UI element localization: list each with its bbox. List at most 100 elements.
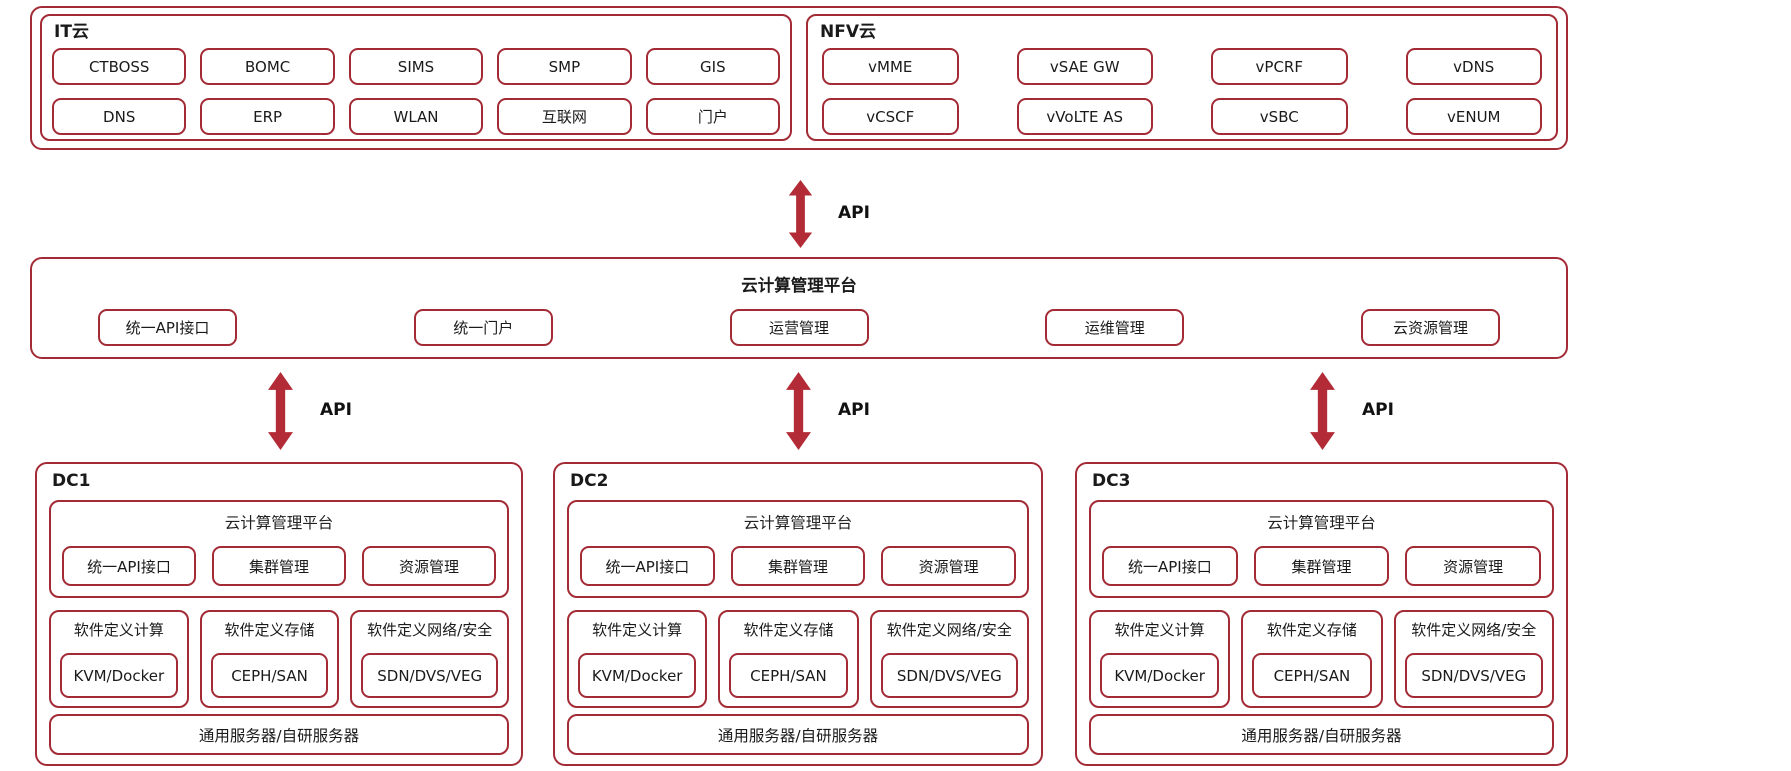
nfv-cloud-node: vVoLTE AS (1016, 98, 1153, 135)
dc-platform-module: 统一API接口 (62, 546, 196, 586)
dc3-platform-modules: 统一API接口 集群管理 资源管理 (1102, 546, 1542, 586)
sdx-network-tech: SDN/DVS/VEG (361, 653, 498, 698)
dc2-label: DC2 (570, 471, 609, 491)
sdx-storage-title: 软件定义存储 (224, 621, 315, 639)
dc1-platform-title: 云计算管理平台 (224, 514, 334, 532)
sdx-network-box: 软件定义网络/安全 SDN/DVS/VEG (350, 610, 509, 708)
api-double-arrow-icon (1309, 372, 1336, 450)
nfv-cloud-node: vDNS (1405, 48, 1542, 85)
sdx-compute-box: 软件定义计算 KVM/Docker (567, 610, 708, 708)
dc1-box: DC1 云计算管理平台 统一API接口 集群管理 资源管理 软件定义计算 KVM… (35, 462, 523, 766)
sdx-storage-title: 软件定义存储 (743, 621, 834, 639)
dc-platform-module: 集群管理 (1253, 546, 1390, 586)
it-cloud-node: ERP (200, 98, 335, 135)
api-double-arrow-icon (267, 372, 294, 450)
dc-platform-module: 集群管理 (212, 546, 346, 586)
dc-platform-module: 集群管理 (730, 546, 866, 586)
dc3-label: DC3 (1092, 471, 1131, 491)
dc1-label: DC1 (52, 471, 91, 491)
sdx-storage-title: 软件定义存储 (1266, 621, 1357, 639)
cloud-platform-box: 云计算管理平台 统一API接口 统一门户 运营管理 运维管理 云资源管理 (30, 257, 1568, 359)
dc2-servers-bar: 通用服务器/自研服务器 (567, 714, 1029, 755)
dc-platform-module: 统一API接口 (580, 546, 715, 586)
cloud-platform-modules: 统一API接口 统一门户 运营管理 运维管理 云资源管理 (98, 309, 1500, 346)
dc2-platform-title: 云计算管理平台 (743, 514, 853, 532)
dc1-platform-modules: 统一API接口 集群管理 资源管理 (62, 546, 496, 586)
it-cloud-node: GIS (645, 48, 781, 85)
it-cloud-row-1: CTBOSS BOMC SIMS SMP GIS (52, 48, 781, 85)
dc-platform-module: 资源管理 (362, 546, 496, 586)
dc3-platform-box: 云计算管理平台 统一API接口 集群管理 资源管理 (1089, 500, 1554, 598)
it-cloud-node: SMP (497, 48, 632, 85)
top-clouds-container: IT云 CTBOSS BOMC SIMS SMP GIS DNS ERP WLA… (30, 6, 1568, 150)
it-cloud-node: 互联网 (497, 98, 632, 135)
it-cloud-node: BOMC (200, 48, 335, 85)
sdx-compute-title: 软件定义计算 (73, 621, 164, 639)
sdx-compute-tech: KVM/Docker (60, 653, 178, 698)
dc3-platform-title: 云计算管理平台 (1267, 514, 1376, 532)
sdx-network-box: 软件定义网络/安全 SDN/DVS/VEG (869, 610, 1030, 708)
it-cloud-node: CTBOSS (52, 48, 187, 85)
nfv-cloud-node: vPCRF (1211, 48, 1348, 85)
dc2-platform-box: 云计算管理平台 统一API接口 集群管理 资源管理 (567, 500, 1029, 598)
sdx-storage-box: 软件定义存储 CEPH/SAN (1241, 610, 1383, 708)
dc-platform-module: 资源管理 (1405, 546, 1542, 586)
sdx-network-box: 软件定义网络/安全 SDN/DVS/VEG (1393, 610, 1555, 708)
it-cloud-box: IT云 CTBOSS BOMC SIMS SMP GIS DNS ERP WLA… (40, 14, 792, 141)
it-cloud-row-2: DNS ERP WLAN 互联网 门户 (52, 98, 781, 135)
sdx-storage-tech: CEPH/SAN (210, 653, 329, 698)
nfv-cloud-label: NFV云 (820, 22, 876, 42)
nfv-cloud-row-1: vMME vSAE GW vPCRF vDNS (818, 48, 1546, 85)
nfv-cloud-node: vSBC (1211, 98, 1348, 135)
api-label-dc2: API (838, 400, 870, 420)
sdx-network-title: 软件定义网络/安全 (1411, 621, 1537, 639)
platform-module: 统一门户 (413, 309, 553, 346)
nfv-cloud-node: vSAE GW (1016, 48, 1153, 85)
sdx-storage-box: 软件定义存储 CEPH/SAN (718, 610, 859, 708)
sdx-compute-box: 软件定义计算 KVM/Docker (49, 610, 189, 708)
sdx-network-title: 软件定义网络/安全 (367, 621, 493, 639)
nfv-cloud-node: vCSCF (822, 98, 959, 135)
nfv-cloud-node: vENUM (1405, 98, 1542, 135)
dc2-platform-modules: 统一API接口 集群管理 资源管理 (580, 546, 1017, 586)
dc-platform-module: 资源管理 (881, 546, 1017, 586)
platform-module: 云资源管理 (1361, 309, 1500, 346)
sdx-storage-tech: CEPH/SAN (729, 653, 848, 698)
nfv-cloud-box: NFV云 vMME vSAE GW vPCRF vDNS vCSCF vVoLT… (806, 14, 1558, 141)
sdx-network-title: 软件定义网络/安全 (886, 621, 1012, 639)
dc-platform-module: 统一API接口 (1102, 546, 1238, 586)
sdx-compute-box: 软件定义计算 KVM/Docker (1089, 610, 1231, 708)
nfv-cloud-row-2: vCSCF vVoLTE AS vSBC vENUM (818, 98, 1546, 135)
sdx-network-tech: SDN/DVS/VEG (880, 653, 1019, 698)
dc2-box: DC2 云计算管理平台 统一API接口 集群管理 资源管理 软件定义计算 KVM… (553, 462, 1043, 766)
sdx-compute-tech: KVM/Docker (1100, 653, 1220, 698)
sdx-network-tech: SDN/DVS/VEG (1404, 653, 1544, 698)
api-double-arrow-icon (785, 372, 812, 450)
it-cloud-node: WLAN (348, 98, 484, 135)
sdx-compute-title: 软件定义计算 (592, 621, 683, 639)
it-cloud-node: SIMS (348, 48, 484, 85)
it-cloud-label: IT云 (54, 22, 89, 42)
api-label-dc3: API (1362, 400, 1394, 420)
platform-module: 统一API接口 (98, 309, 237, 346)
dc2-sdx-row: 软件定义计算 KVM/Docker 软件定义存储 CEPH/SAN 软件定义网络… (567, 610, 1030, 708)
api-double-arrow-icon (787, 180, 814, 248)
dc1-sdx-row: 软件定义计算 KVM/Docker 软件定义存储 CEPH/SAN 软件定义网络… (49, 610, 509, 708)
platform-module: 运营管理 (729, 309, 869, 346)
dc1-servers-bar: 通用服务器/自研服务器 (49, 714, 509, 755)
dc3-servers-bar: 通用服务器/自研服务器 (1089, 714, 1554, 755)
it-cloud-node: DNS (52, 98, 187, 135)
dc3-box: DC3 云计算管理平台 统一API接口 集群管理 资源管理 软件定义计算 KVM… (1075, 462, 1568, 766)
platform-module: 运维管理 (1045, 309, 1185, 346)
sdx-compute-title: 软件定义计算 (1114, 621, 1205, 639)
sdx-compute-tech: KVM/Docker (578, 653, 697, 698)
it-cloud-node: 门户 (645, 98, 781, 135)
sdx-storage-box: 软件定义存储 CEPH/SAN (199, 610, 340, 708)
cloud-platform-title: 云计算管理平台 (741, 276, 857, 295)
dc1-platform-box: 云计算管理平台 统一API接口 集群管理 资源管理 (49, 500, 509, 598)
api-label-top: API (838, 203, 870, 223)
nfv-cloud-node: vMME (822, 48, 959, 85)
dc3-sdx-row: 软件定义计算 KVM/Docker 软件定义存储 CEPH/SAN 软件定义网络… (1089, 610, 1555, 708)
sdx-storage-tech: CEPH/SAN (1252, 653, 1372, 698)
